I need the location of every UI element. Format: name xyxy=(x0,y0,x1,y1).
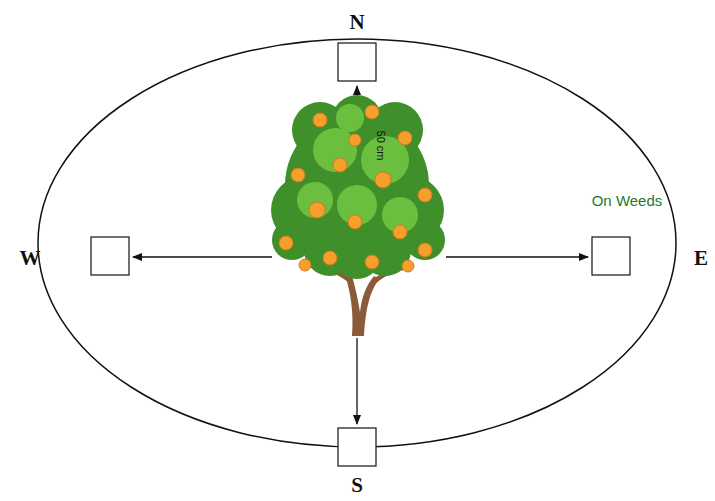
sample-boxes xyxy=(91,43,630,466)
dimension-label: 50 cm xyxy=(376,130,387,160)
direction-arrows xyxy=(133,86,588,424)
compass-label: W xyxy=(20,248,41,269)
orange-tree xyxy=(271,95,445,336)
boundary-ellipse xyxy=(38,39,676,447)
compass-label: E xyxy=(694,248,708,269)
note-label: On Weeds xyxy=(592,193,663,208)
compass-label: N xyxy=(349,12,364,33)
compass-label: S xyxy=(351,475,363,496)
